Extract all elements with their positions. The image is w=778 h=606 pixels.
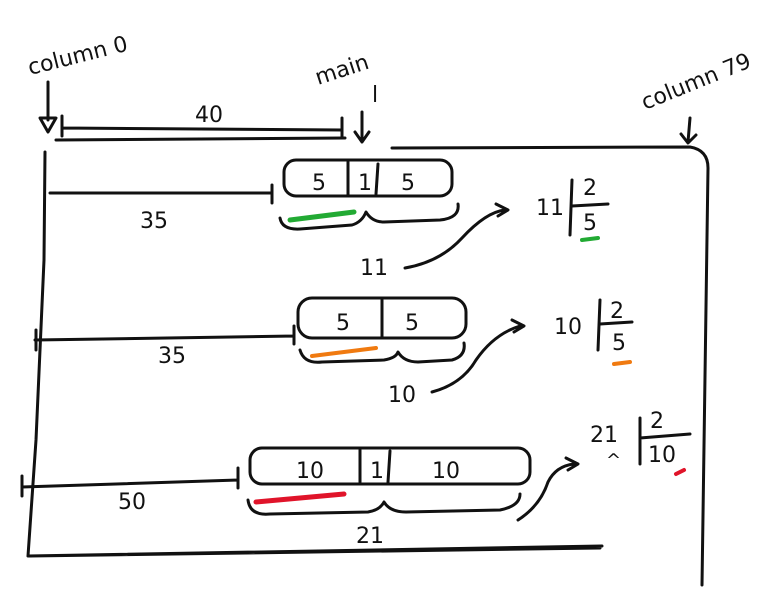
row-2-quotient: 2 [610,299,624,324]
row-3-offset-label: 50 [118,490,146,515]
row-2-offset-line [33,324,296,352]
row-1-cell-2: 1 [358,171,372,196]
row-3: 50 10 1 10 21 21 ^ 2 10 [20,409,692,549]
screen-frame [26,136,710,587]
row-1-cell-1: 5 [312,171,326,196]
row-2-division-bracket [596,298,634,352]
row-1-sum-label: 11 [360,256,388,281]
row-3-sum-result: 21 [590,423,618,448]
width-40-dimension-line [60,114,344,140]
row-1-highlight [287,209,357,223]
row-1-box [282,158,454,198]
row-3-division-bracket [638,416,692,466]
row-2-divisor: 5 [612,331,626,356]
row-2-sum-result: 10 [554,315,582,340]
row-3-box [248,446,532,486]
row-3-quotient: 2 [650,409,664,434]
row-3-sum-label: 21 [356,524,384,549]
row-2-arrow [430,318,526,394]
row-1-arrow [403,202,510,270]
column-79-arrow [679,116,698,145]
row-1-quotient: 2 [583,176,597,201]
main-l-label: l [372,83,378,108]
row-3-brace [246,492,522,516]
column-0-arrow-head [38,116,58,134]
row-1-offset-label: 35 [140,209,168,234]
row-2-cell-2: 5 [405,311,419,336]
row-3-divisor-mark [674,468,686,476]
row-3-cell-dividers [358,448,392,484]
row-3-arrow [516,456,580,522]
row-3-offset-line [20,466,240,498]
row-1-offset-line [48,183,274,205]
row-2-highlight [310,346,378,358]
row-1-divisor: 5 [583,211,597,236]
row-2-sum-label: 10 [388,383,416,408]
row-2: 35 5 5 10 10 2 5 [33,296,634,408]
column-79-label: column 79 [638,49,755,116]
row-1-sum-result: 11 [536,196,564,221]
width-40-label: 40 [195,103,223,128]
row-3-cell-1: 10 [296,459,324,484]
row-2-cell-1: 5 [336,311,350,336]
main-arrow [353,110,371,144]
row-2-divisor-mark [612,360,632,366]
row-3-divisor: 10 [648,443,676,468]
row-1-cell-dividers [346,160,380,197]
row-1-cell-3: 5 [401,171,415,196]
row-3-sum-mark: ^ [606,450,621,471]
main-label: main [312,50,372,91]
row-3-cell-3: 10 [432,459,460,484]
row-2-brace [298,341,466,364]
row-2-offset-label: 35 [158,344,186,369]
row-3-highlight [253,491,347,505]
row-1: 35 5 1 5 11 11 2 5 [48,158,610,281]
row-3-cell-2: 1 [370,459,384,484]
row-1-division-bracket [568,178,610,237]
row-1-divisor-mark [580,236,600,242]
row-1-brace [278,202,460,231]
column-0-label: column 0 [25,32,130,81]
